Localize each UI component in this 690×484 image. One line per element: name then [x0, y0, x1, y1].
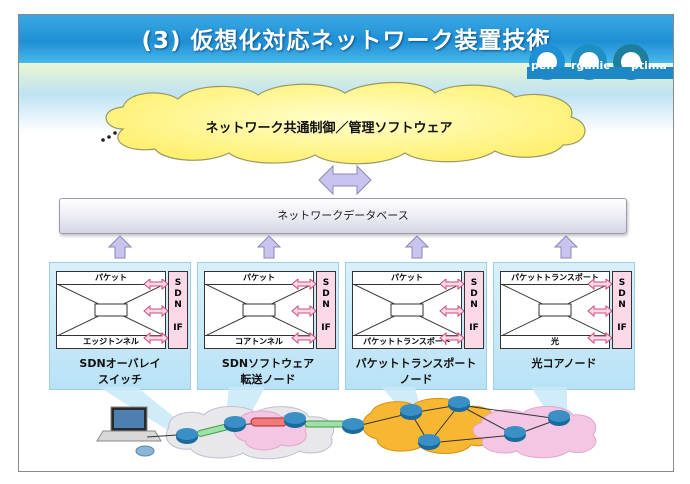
node-top-label: パケット: [57, 272, 165, 285]
crossbar-icon: [353, 284, 461, 336]
crossbar-icon: [205, 284, 313, 336]
up-arrow-icon: [257, 235, 281, 259]
title-banner: [19, 15, 673, 63]
crossbar-icon: [57, 284, 165, 336]
router-icon: [176, 396, 570, 450]
node-bottom-label: パケットトランスポート: [353, 335, 461, 348]
logo-text-1: pen: [531, 59, 555, 72]
node-top-label: パケット: [205, 272, 313, 285]
logo-icon: [527, 44, 673, 80]
network-topology: [96, 387, 597, 460]
cloud-label: ネットワーク共通制御／管理ソフトウェア: [205, 121, 453, 136]
logo-text-2: rganic: [571, 59, 610, 72]
network-database: ネットワークデータベース: [59, 198, 627, 234]
node-label-line1: SDNオーバレイ: [79, 357, 161, 370]
node-label-line2: スイッチ: [98, 373, 142, 386]
slide: (3) 仮想化対応ネットワーク装置技術 pen rganic ptima ネット…: [18, 14, 674, 472]
node-label-line2: 転送ノード: [240, 373, 296, 386]
node-label-line1: パケットトランスポート: [355, 357, 477, 370]
node-label-line2: ノード: [399, 373, 433, 386]
node-bottom-label: エッジトンネル: [57, 335, 165, 348]
sdn-link-arrows: [587, 279, 613, 345]
sdn-link-arrows: [143, 279, 169, 345]
up-arrow-icon: [554, 235, 578, 259]
crossbar-icon: [501, 284, 609, 336]
slide-title: (3) 仮想化対応ネットワーク装置技術: [141, 28, 551, 54]
laptop-icon: [96, 406, 178, 457]
sdn-link-arrows: [291, 279, 317, 345]
double-arrow-icon: [318, 164, 372, 196]
node-bottom-label: コアトンネル: [205, 335, 313, 348]
sdn-link-arrows: [439, 279, 465, 345]
node-label-line1: 光コアノード: [531, 357, 597, 370]
up-arrow-icon: [108, 235, 132, 259]
up-arrow-icon: [405, 235, 429, 259]
node-bottom-label: 光: [501, 335, 609, 348]
control-cloud: [101, 81, 586, 165]
logo-text-3: ptima: [631, 59, 667, 72]
node-top-label: パケットトランスポート: [501, 272, 609, 285]
node-top-label: パケット: [353, 272, 461, 285]
node-label-line1: SDNソフトウェア: [221, 357, 315, 370]
